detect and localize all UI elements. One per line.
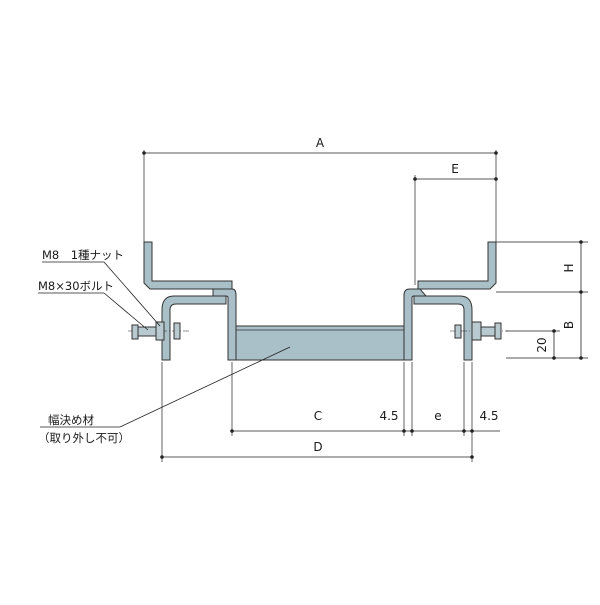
dimension-e: E [413,162,498,285]
nut-label: M8 1種ナット [42,248,124,262]
dim-label-gap2: 4.5 [479,409,498,423]
left-lower-bracket [161,295,227,361]
right-lower-bracket [413,295,473,361]
spacer-note-label: （取り外し不可） [38,431,130,445]
left-nut-outer [131,324,139,340]
dim-label-e-small: e [434,409,441,423]
dimension-bottom-c-e: C 4.5 e 4.5 [230,362,500,462]
right-nut-outer [494,322,502,340]
dim-label-e: E [451,162,459,176]
left-nut [155,321,165,341]
left-bolt-head [173,322,181,340]
left-upper-bracket [143,241,237,361]
right-upper-bracket [403,241,497,361]
right-bolt-shank [480,326,496,337]
right-bolt-assembly [450,321,508,341]
dimension-h-b: H B [496,240,588,360]
width-spacer-bar [235,325,405,361]
label-leaders [38,261,291,428]
dimension-d: D [160,362,474,462]
dim-label-a: A [316,136,325,150]
right-nut [471,321,482,341]
dim-label-20: 20 [535,337,549,352]
dim-label-h: H [562,263,576,272]
dim-label-c: C [314,409,322,423]
dimension-20: 20 [506,329,560,360]
left-bolt-assembly [128,321,190,341]
right-bolt-head [454,324,462,339]
dimension-a: A [142,136,498,245]
bolt-label: M8×30ボルト [38,279,114,293]
dim-label-d: D [313,440,322,454]
dim-label-gap1: 4.5 [379,409,398,423]
left-bolt-shank [137,326,157,337]
dim-label-b: B [562,321,576,329]
spacer-label: 幅決め材 [48,413,94,427]
